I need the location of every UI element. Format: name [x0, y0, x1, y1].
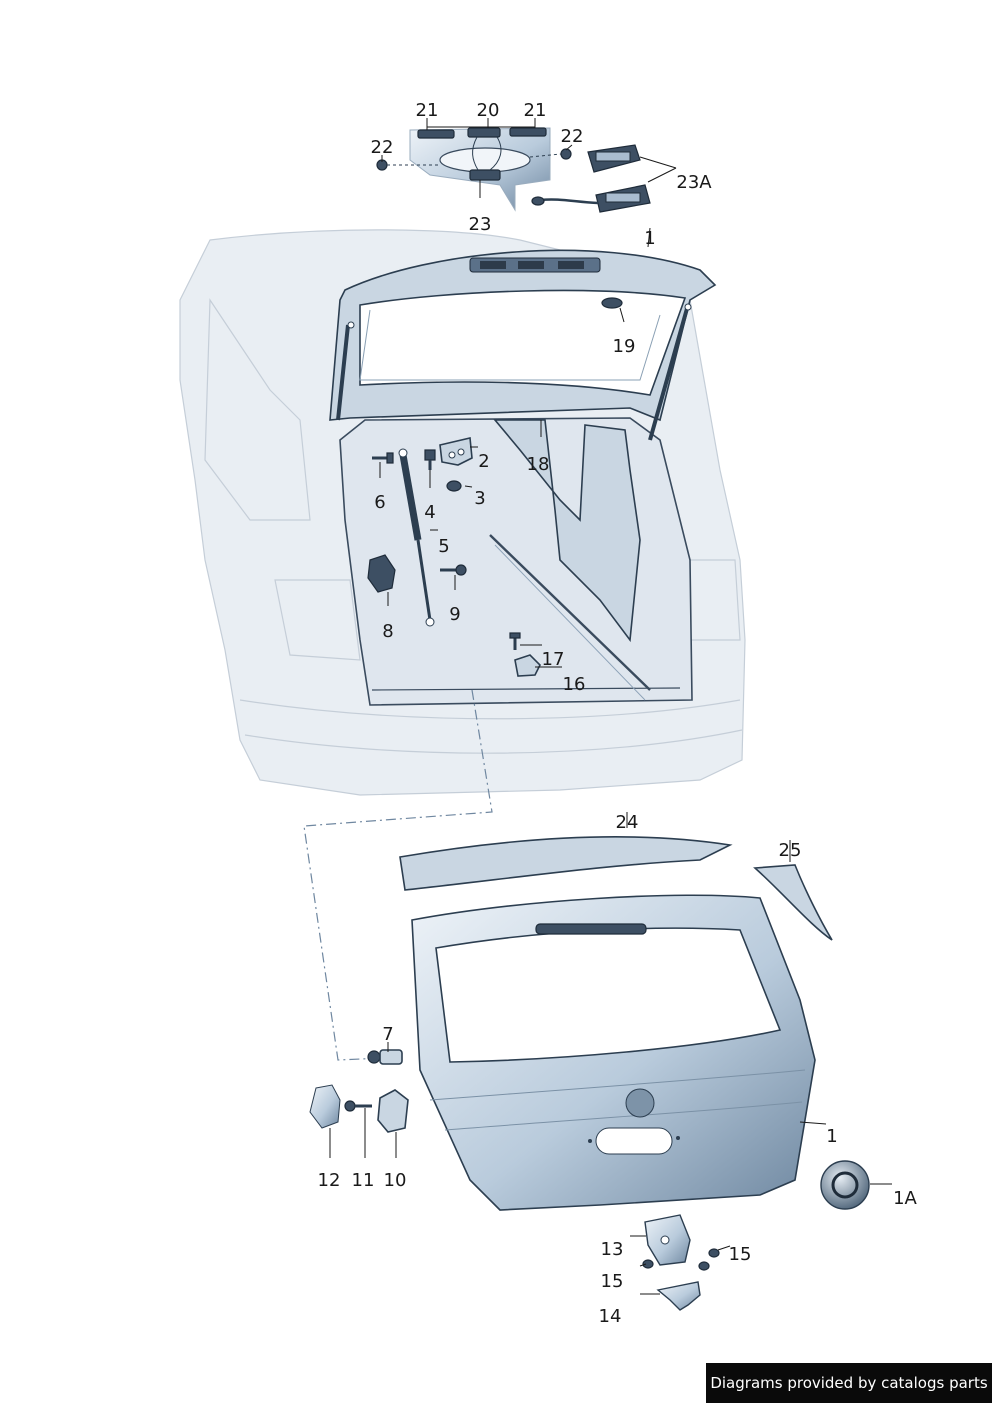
- ball-stud-icon: [367, 1049, 403, 1065]
- nut-icon: [642, 1259, 654, 1269]
- callout-1a: 1A: [893, 1188, 917, 1209]
- callout-9: 9: [449, 604, 460, 625]
- callout-21: 21: [524, 100, 547, 121]
- trim-strip-icon: [753, 864, 833, 941]
- callout-15: 15: [601, 1271, 624, 1292]
- callout-15: 15: [729, 1244, 752, 1265]
- nut-icon: [446, 480, 462, 492]
- callout-21: 21: [416, 100, 439, 121]
- callout-22: 22: [371, 137, 394, 158]
- callout-14: 14: [599, 1306, 622, 1327]
- screw-icon: [376, 159, 438, 171]
- bump-stop-icon: [367, 554, 396, 593]
- tailgate-panel: [411, 894, 816, 1211]
- callout-5: 5: [438, 536, 449, 557]
- callout-6: 6: [374, 492, 385, 513]
- hinge-icon: [439, 437, 473, 466]
- bolt-icon: [424, 449, 436, 470]
- callout-12: 12: [318, 1170, 341, 1191]
- nut-icon: [698, 1261, 710, 1271]
- striker-icon: [509, 632, 541, 677]
- callout-11: 11: [352, 1170, 375, 1191]
- callout-labels: 21 20 21 22 22 23A 23 1 19 2 3 18 6 4 5 …: [318, 100, 918, 1327]
- callout-23a: 23A: [676, 172, 712, 193]
- screw-icon: [529, 148, 572, 160]
- callout-17: 17: [542, 649, 565, 670]
- washer-nozzle-icon: [601, 297, 623, 309]
- callout-10: 10: [384, 1170, 407, 1191]
- callout-1: 1: [644, 228, 655, 249]
- raised-tailgate: [329, 249, 717, 441]
- camera-module-icon: [587, 144, 641, 173]
- bolt-icon: [344, 1100, 372, 1112]
- screw-icon: [372, 452, 394, 464]
- lock-striker-icon: [656, 1281, 701, 1311]
- brake-light-assembly: [376, 127, 651, 213]
- callout-3: 3: [474, 488, 485, 509]
- nut-icon: [708, 1248, 720, 1258]
- callout-4: 4: [424, 502, 435, 523]
- callout-1: 1: [826, 1126, 837, 1147]
- callout-22: 22: [561, 126, 584, 147]
- callout-16: 16: [563, 674, 586, 695]
- camera-module-with-cable-icon: [531, 184, 651, 213]
- callout-8: 8: [382, 621, 393, 642]
- callout-19: 19: [613, 336, 636, 357]
- callout-20: 20: [477, 100, 500, 121]
- lock-mechanism-icon: [644, 1214, 691, 1266]
- spoiler-icon: [399, 836, 733, 891]
- callout-18: 18: [527, 454, 550, 475]
- callout-24: 24: [616, 812, 639, 833]
- callout-7: 7: [382, 1024, 393, 1045]
- cover-cap-icon: [309, 1084, 341, 1129]
- badge-emblem-icon: [820, 1160, 870, 1210]
- callout-23: 23: [469, 214, 492, 235]
- credit-banner: Diagrams provided by catalogs parts: [706, 1363, 992, 1403]
- callout-13: 13: [601, 1239, 624, 1260]
- callout-2: 2: [478, 451, 489, 472]
- gas-strut-icon: [398, 448, 435, 627]
- screw-icon: [440, 564, 467, 576]
- leader-lines: [329, 118, 892, 1295]
- buffer-block-icon: [377, 1089, 409, 1133]
- callout-25: 25: [779, 840, 802, 861]
